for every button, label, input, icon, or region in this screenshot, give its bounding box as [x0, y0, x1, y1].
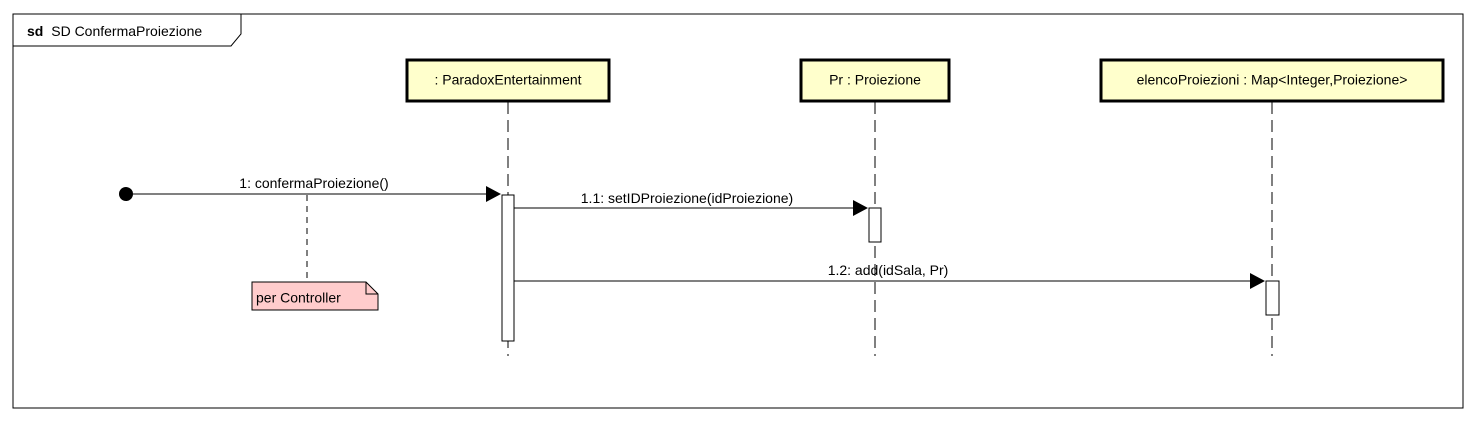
note-box[interactable] [251, 281, 379, 311]
activation-pr [868, 207, 882, 243]
message-1-arrowhead [486, 186, 501, 202]
message-1-label: 1: confermaProiezione() [239, 175, 388, 191]
lifeline-paradox-label: : ParadoxEntertainment [434, 72, 581, 88]
frame-name: SD ConfermaProiezione [51, 23, 202, 39]
lifeline-paradox-head[interactable] [405, 58, 611, 103]
message-1-1-arrowhead [853, 200, 868, 216]
lifeline-elenco-head[interactable] [1099, 58, 1445, 103]
note-folded-corner [365, 282, 378, 295]
lifeline-pr-head[interactable] [799, 58, 951, 103]
activation-paradox [501, 194, 515, 342]
note-text: per Controller [256, 290, 341, 306]
lifeline-pr-label: Pr : Proiezione [829, 72, 921, 88]
message-1-1-label: 1.1: setIDProiezione(idProiezione) [581, 190, 793, 206]
lifeline-elenco-label: elencoProiezioni : Map<Integer,Proiezion… [1137, 72, 1408, 88]
frame-keyword: sd [27, 23, 43, 39]
message-1-2-arrowhead [1250, 273, 1265, 289]
frame-title: sd SD ConfermaProiezione [27, 23, 202, 39]
activation-elenco [1265, 280, 1280, 316]
frame-title-tab [12, 13, 242, 47]
message-1-2-label: 1.2: add(idSala, Pr) [828, 262, 949, 278]
